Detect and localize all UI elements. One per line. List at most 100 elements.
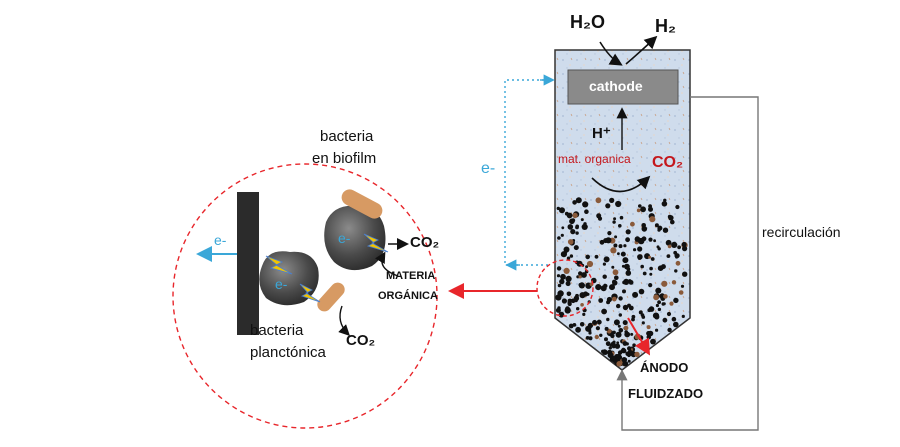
- cathode-block: [567, 69, 679, 105]
- anode-particle: [605, 203, 611, 209]
- anode-particle: [654, 223, 659, 228]
- anode-particle: [634, 236, 641, 242]
- anode-particle: [575, 197, 582, 204]
- anode-particle: [584, 209, 589, 214]
- anode-particle: [654, 314, 660, 320]
- anode-particle: [586, 292, 590, 296]
- anode-particle: [575, 231, 579, 235]
- anode-particle: [600, 285, 607, 292]
- anode-particle: [678, 290, 684, 295]
- anode-particle: [615, 200, 622, 208]
- h2-label: H₂: [655, 16, 676, 36]
- anode-particle: [588, 336, 593, 341]
- anode-particle: [572, 212, 578, 219]
- anode-particle: [596, 319, 602, 325]
- anode-particle: [613, 243, 618, 248]
- anode-particle: [572, 200, 577, 205]
- anode-particle: [682, 271, 688, 277]
- anode-particle: [625, 270, 632, 276]
- anode-particle: [655, 328, 659, 332]
- anode-particle: [618, 328, 624, 333]
- anode-particle: [624, 263, 630, 270]
- anode-particle: [669, 301, 674, 306]
- h2o-label: H₂O: [570, 12, 605, 32]
- anode-particle: [619, 215, 624, 220]
- anode-particle: [620, 349, 625, 354]
- anode-label-line2: FLUIDZADO: [628, 386, 704, 401]
- anode-particle: [650, 257, 655, 261]
- anode-particle: [638, 310, 643, 315]
- anode-particle: [660, 264, 666, 270]
- anode-particle: [647, 308, 652, 313]
- bacteria-biofilm-label-line1: bacteria: [320, 128, 374, 145]
- anode-particle: [681, 314, 685, 318]
- anode-particle: [607, 231, 612, 236]
- anode-particle: [570, 229, 576, 235]
- anode-particle: [603, 256, 610, 263]
- anode-label-line1: ÁNODO: [640, 360, 689, 375]
- anode-particle: [657, 228, 661, 232]
- anode-particle: [568, 323, 574, 329]
- anode-particle: [611, 265, 615, 269]
- anode-particle: [609, 197, 615, 203]
- anode-pointer-arrow: [627, 317, 651, 356]
- anode-particle: [641, 321, 645, 325]
- anode-particle: [657, 247, 661, 251]
- anode-particle: [671, 280, 677, 285]
- anode-particle: [625, 237, 630, 243]
- anode-particle: [555, 307, 561, 313]
- anode-particle: [580, 218, 584, 222]
- anode-particle: [566, 291, 572, 297]
- anode-particle: [648, 206, 653, 212]
- bacteria-biofilm-label-line2: en biofilm: [312, 150, 377, 167]
- anode-particle: [567, 224, 574, 230]
- anode-particle: [653, 239, 656, 243]
- anode-particle: [641, 223, 646, 228]
- anode-particle: [586, 260, 594, 268]
- anode-particle: [605, 237, 612, 244]
- anode-particle: [648, 255, 652, 259]
- anode-particle: [565, 281, 571, 287]
- proton-label: H⁺: [592, 125, 611, 142]
- anode-particle: [648, 237, 653, 242]
- anode-particle: [602, 274, 607, 279]
- anode-particle: [612, 340, 616, 344]
- anode-particle: [675, 255, 679, 259]
- anode-particle: [673, 250, 678, 255]
- anode-particle: [592, 320, 598, 325]
- anode-particle: [575, 326, 581, 333]
- bacteria-planktonic-label-line1: bacteria: [250, 322, 304, 339]
- anode-particle: [585, 325, 592, 332]
- anode-particle: [579, 292, 586, 299]
- anode-particle: [655, 303, 660, 308]
- zoom-circle: [172, 163, 438, 429]
- anode-particle: [663, 294, 668, 299]
- recirculation-label: recirculación: [762, 224, 841, 240]
- anode-particle: [622, 289, 626, 294]
- lightning-bolt-1: [265, 255, 293, 275]
- anode-particle: [613, 217, 617, 221]
- anode-particle: [566, 212, 573, 219]
- anode-particle: [647, 330, 654, 337]
- lightning-bolt-2: [299, 283, 321, 303]
- anode-particle: [556, 274, 561, 278]
- anode-particle: [596, 213, 602, 219]
- anode-particle: [623, 244, 627, 248]
- anode-particle: [667, 244, 672, 249]
- anode-particle: [674, 269, 678, 273]
- anode-particle: [657, 307, 662, 312]
- anode-particle: [604, 337, 608, 342]
- anode-particle: [615, 331, 622, 338]
- anode-particle: [557, 290, 564, 297]
- anode-particle: [638, 288, 645, 295]
- anode-particle: [573, 298, 578, 303]
- anode-particle: [582, 312, 586, 316]
- anode-particle: [622, 361, 628, 367]
- anode-particle: [612, 330, 616, 335]
- anode-particle: [622, 341, 628, 346]
- anode-particle: [680, 284, 685, 288]
- anode-particle: [640, 206, 646, 213]
- anode-particle: [631, 314, 636, 319]
- anode-particle: [585, 336, 590, 340]
